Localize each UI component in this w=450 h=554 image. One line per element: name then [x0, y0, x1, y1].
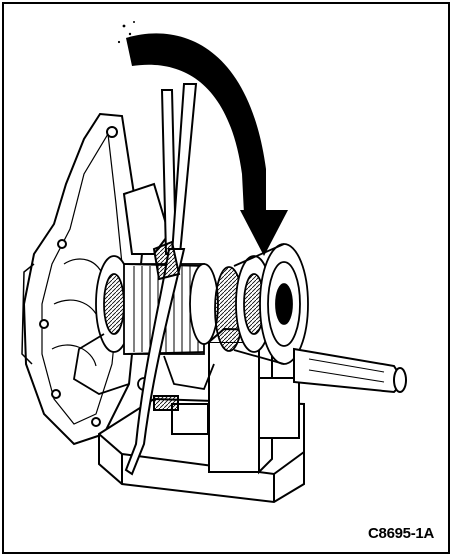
output-shaft-icon	[293, 347, 407, 394]
rotation-arrow-icon	[117, 21, 288, 256]
gear-cluster-icon	[73, 243, 309, 395]
pry-bar-icon	[124, 83, 198, 476]
transaxle-illustration	[21, 21, 407, 504]
figure-caption-code: C8695-1A	[368, 525, 434, 542]
transaxle-case-icon	[21, 112, 171, 446]
holding-fixture-icon	[98, 327, 305, 504]
